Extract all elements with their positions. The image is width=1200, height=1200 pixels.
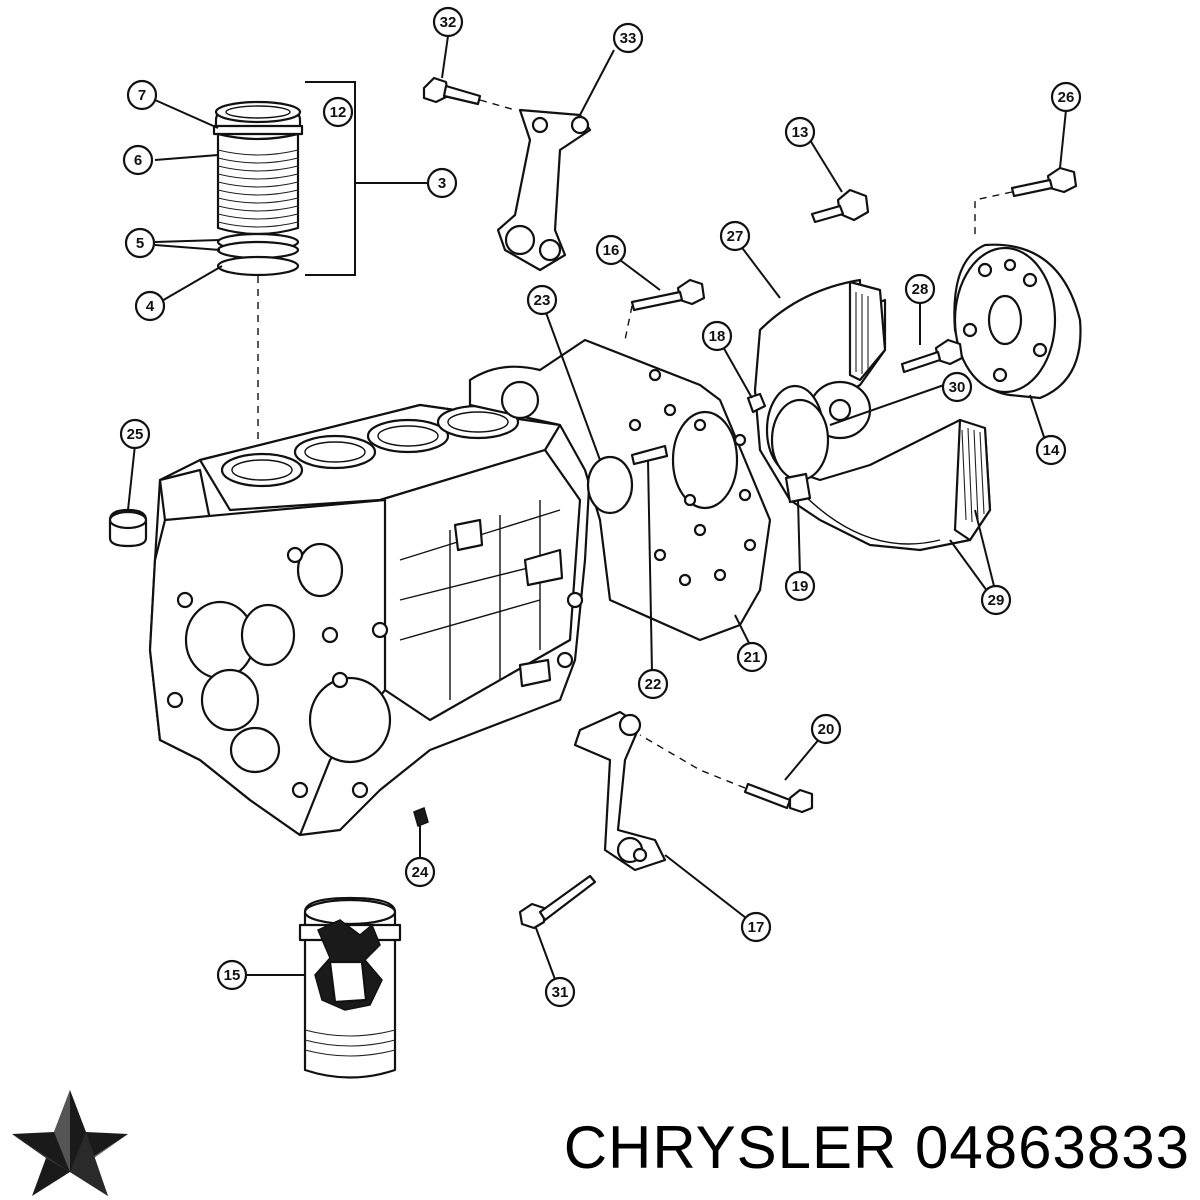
svg-text:33: 33 <box>620 30 637 47</box>
svg-text:14: 14 <box>1043 442 1060 459</box>
callout-22: 22 <box>637 668 669 700</box>
callout-13: 13 <box>784 116 816 148</box>
dowel-pin-22 <box>630 444 669 466</box>
svg-text:25: 25 <box>127 426 144 443</box>
callout-16: 16 <box>595 234 627 266</box>
leader-lines <box>127 35 1067 983</box>
bolt-32 <box>422 76 516 111</box>
svg-text:13: 13 <box>792 124 809 141</box>
seal-ring-30 <box>770 398 830 482</box>
seal-ring-23 <box>586 455 634 515</box>
callout-4: 4 <box>134 290 166 322</box>
bearing-25 <box>108 508 148 548</box>
svg-text:30: 30 <box>949 379 966 396</box>
svg-text:22: 22 <box>645 676 662 693</box>
callout-19: 19 <box>784 570 816 602</box>
callout-24: 24 <box>404 856 436 888</box>
callout-31: 31 <box>544 976 576 1008</box>
bolt-31 <box>518 874 597 930</box>
callout-3: 3 <box>426 167 458 199</box>
callout-30: 30 <box>941 371 973 403</box>
brand-part-number: CHRYSLER 04863833 <box>480 1108 1190 1188</box>
cylinder-liner-assembly <box>212 81 428 490</box>
bolt-16 <box>624 278 706 341</box>
callout-21: 21 <box>736 641 768 673</box>
svg-text:5: 5 <box>136 235 144 252</box>
callout-26: 26 <box>1050 81 1082 113</box>
svg-text:18: 18 <box>709 328 726 345</box>
nut-18 <box>746 392 767 414</box>
callout-18: 18 <box>701 320 733 352</box>
svg-text:7: 7 <box>138 87 146 104</box>
spacer-19 <box>784 472 812 504</box>
callout-5: 5 <box>124 227 156 259</box>
svg-text:20: 20 <box>818 721 835 738</box>
part-number: 04863833 <box>915 1114 1190 1181</box>
callout-12: 12 <box>322 96 354 128</box>
svg-text:15: 15 <box>224 967 241 984</box>
callout-29: 29 <box>980 584 1012 616</box>
svg-text:32: 32 <box>440 14 457 31</box>
bolt-13 <box>810 188 870 224</box>
bolt-28 <box>900 338 964 374</box>
lower-bracket-17 <box>573 710 667 872</box>
callout-32: 32 <box>432 6 464 38</box>
svg-text:19: 19 <box>792 578 809 595</box>
callout-7: 7 <box>126 79 158 111</box>
svg-text:29: 29 <box>988 592 1005 609</box>
svg-text:28: 28 <box>912 281 929 298</box>
svg-text:3: 3 <box>438 175 446 192</box>
callout-15: 15 <box>216 959 248 991</box>
svg-text:16: 16 <box>603 242 620 259</box>
svg-text:27: 27 <box>727 228 744 245</box>
svg-text:17: 17 <box>748 919 765 936</box>
svg-text:6: 6 <box>134 152 142 169</box>
callout-17: 17 <box>740 911 772 943</box>
plug-24 <box>413 806 429 828</box>
callout-25: 25 <box>119 418 151 450</box>
callout-20: 20 <box>810 713 842 745</box>
svg-text:31: 31 <box>552 984 569 1001</box>
bolt-26 <box>974 166 1078 240</box>
brand-name: CHRYSLER <box>563 1114 898 1181</box>
callout-14: 14 <box>1035 434 1067 466</box>
upper-bracket-33 <box>496 108 592 272</box>
callout-28: 28 <box>904 273 936 305</box>
svg-text:21: 21 <box>744 649 761 666</box>
svg-text:24: 24 <box>412 864 429 881</box>
callout-6: 6 <box>122 144 154 176</box>
svg-text:4: 4 <box>146 298 155 315</box>
callout-23: 23 <box>526 284 558 316</box>
svg-text:12: 12 <box>330 104 347 121</box>
liner-15 <box>298 896 402 1079</box>
engine-block <box>148 403 592 837</box>
callout-33: 33 <box>612 22 644 54</box>
chrysler-pentastar-icon <box>12 1090 128 1196</box>
bolt-20 <box>639 734 814 814</box>
drive-coupling-14 <box>953 243 1082 400</box>
callout-27: 27 <box>719 220 751 252</box>
svg-text:26: 26 <box>1058 89 1075 106</box>
svg-text:23: 23 <box>534 292 551 309</box>
